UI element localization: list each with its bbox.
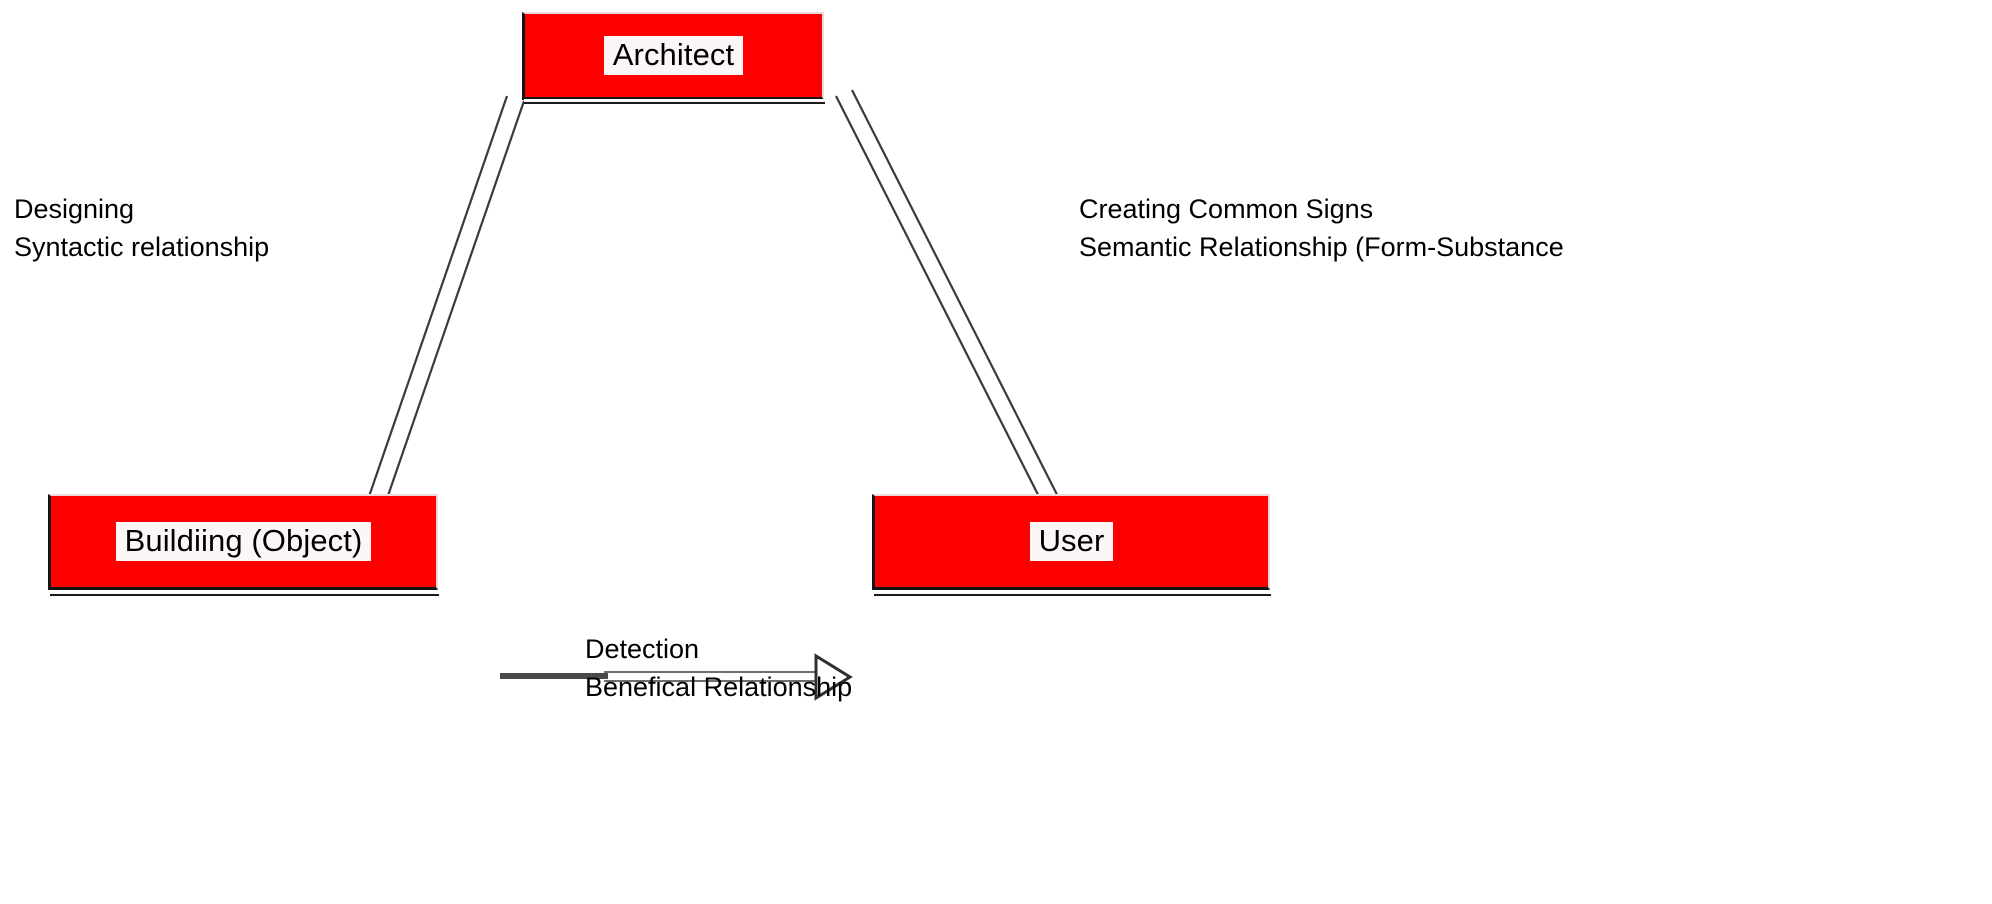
edge-label-line-1: Detection xyxy=(585,634,700,664)
edge-label-line-2: Syntactic relationship xyxy=(14,232,270,263)
edge-label-line-2: Benefical Relationship xyxy=(585,672,853,703)
edge-label-architect-to-user: Creating Common Signs Semantic Relations… xyxy=(1079,190,1564,267)
edge-label-line-1: Creating Common Signs xyxy=(1079,194,1374,224)
edge-label-building-to-user: Detection Benefical Relationship xyxy=(585,630,852,707)
node-building[interactable]: Buildiing (Object) xyxy=(48,494,439,596)
edge-label-line-2: Semantic Relationship (Form-Substance xyxy=(1079,232,1564,263)
edge-label-architect-to-building: Designing Syntactic relationship xyxy=(14,190,269,267)
edge-label-line-1: Designing xyxy=(14,194,135,224)
node-user-label: User xyxy=(1029,521,1114,562)
node-user[interactable]: User xyxy=(872,494,1271,596)
node-architect-label: Architect xyxy=(603,35,744,76)
node-building-label: Buildiing (Object) xyxy=(115,521,372,562)
node-architect[interactable]: Architect xyxy=(522,12,825,104)
